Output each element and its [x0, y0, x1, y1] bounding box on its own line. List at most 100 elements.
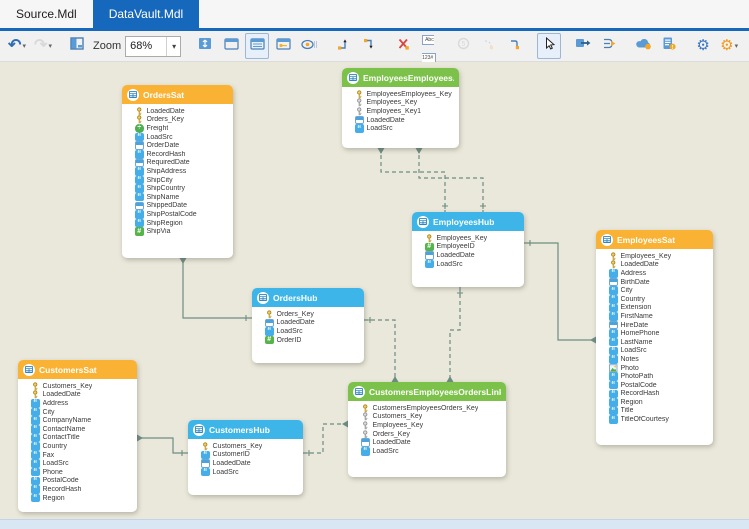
field-row[interactable]: CustomersEmployeesOrders_Key	[361, 404, 504, 413]
entity-header[interactable]: OrdersHub	[252, 288, 364, 307]
field-row[interactable]: Customers_Key	[361, 412, 504, 422]
route-elbow-button[interactable]	[503, 33, 527, 59]
field-row[interactable]: “Notes	[609, 355, 711, 364]
field-row[interactable]: LoadedDate	[355, 115, 457, 125]
undo-button[interactable]: ↶▾	[5, 33, 29, 59]
fit-height-button[interactable]	[193, 33, 217, 59]
entity-header[interactable]: EmployeesEmployees...	[342, 68, 459, 87]
tab-source-mdl[interactable]: Source.Mdl	[16, 7, 77, 21]
field-row[interactable]: “ShipName	[135, 193, 231, 202]
field-row[interactable]: “ContactName	[31, 425, 135, 434]
field-row[interactable]: Employees_Key	[609, 252, 711, 261]
view-list-button[interactable]	[245, 33, 270, 59]
field-row[interactable]: “PostalCode	[609, 381, 711, 390]
field-row[interactable]: “RecordHash	[135, 150, 231, 159]
field-row[interactable]: “Country	[609, 295, 711, 304]
pointer-button[interactable]	[537, 33, 562, 59]
field-row[interactable]: “PostalCode	[31, 477, 135, 486]
field-row[interactable]: “City	[31, 408, 135, 417]
field-row[interactable]: “CustomerID	[201, 451, 301, 460]
eye-button[interactable]	[297, 33, 321, 59]
field-row[interactable]: HireDate	[609, 320, 711, 330]
dropdown-caret-icon[interactable]: ▾	[22, 43, 26, 50]
field-row[interactable]: “Phone	[31, 468, 135, 477]
field-row[interactable]: OrderDate	[135, 141, 231, 150]
cloud-sync-button[interactable]	[631, 33, 655, 59]
field-row[interactable]: “LoadSrc	[361, 447, 504, 456]
field-row[interactable]: “HomePhone	[609, 329, 711, 338]
field-row[interactable]: “RecordHash	[31, 485, 135, 494]
connection-employees-sat-to-employees-hub[interactable]	[524, 240, 596, 344]
field-row[interactable]: “LoadSrc	[201, 468, 301, 477]
connection-employees-employees-link-to-employees-hub[interactable]	[415, 148, 487, 212]
entity-header[interactable]: CustomersEmployeesOrdersLink	[348, 382, 506, 401]
view-collapsed-button[interactable]	[219, 33, 243, 59]
field-row[interactable]: “LoadSrc	[31, 459, 135, 468]
field-row[interactable]: “TitleOfCourtesy	[609, 415, 711, 424]
field-row[interactable]: LoadedDate	[361, 438, 504, 447]
field-row[interactable]: “City	[609, 286, 711, 295]
field-row[interactable]: “PhotoPath	[609, 372, 711, 381]
tab-datavault-mdl[interactable]: DataVault.Mdl	[92, 0, 200, 28]
gear-refresh-button[interactable]: ⚙	[691, 33, 715, 59]
field-row[interactable]: “Region	[609, 398, 711, 407]
entity-header[interactable]: EmployeesHub	[412, 212, 524, 231]
field-row[interactable]: “LoadSrc	[609, 347, 711, 356]
entity-header[interactable]: CustomersHub	[188, 420, 303, 439]
field-row[interactable]: Employees_Key	[355, 98, 457, 108]
circle-5-button[interactable]: 5	[451, 33, 475, 59]
field-row[interactable]: Orders_Key	[135, 115, 231, 125]
field-row[interactable]: “FirstName	[609, 312, 711, 321]
field-row[interactable]: Employees_Key	[425, 234, 522, 243]
field-row[interactable]: “ShipCountry	[135, 184, 231, 193]
field-row[interactable]: “RecordHash	[609, 390, 711, 399]
entity-header[interactable]: EmployeesSat	[596, 230, 713, 249]
field-row[interactable]: Customers_Key	[31, 382, 135, 391]
export-button[interactable]	[571, 33, 595, 59]
redo-button[interactable]: ↷▾	[31, 33, 55, 59]
field-row[interactable]: LoadedDate	[425, 251, 522, 260]
field-row[interactable]: #OrderID	[265, 335, 362, 345]
field-row[interactable]: “Address	[609, 269, 711, 278]
route-arrow-down-button[interactable]	[357, 33, 381, 59]
field-row[interactable]: “CompanyName	[31, 416, 135, 425]
connection-employees-employees-link-to-employees-hub[interactable]	[377, 148, 449, 212]
field-row[interactable]: “LoadSrc	[425, 260, 522, 269]
merge-button[interactable]	[597, 33, 621, 59]
gear-settings-button[interactable]: ⚙▾	[717, 33, 741, 59]
field-row[interactable]: Orders_Key	[361, 429, 504, 439]
connection-orders-sat-to-orders-hub[interactable]	[179, 258, 253, 321]
field-row[interactable]: Employees_Key1	[355, 107, 457, 116]
field-row[interactable]: EmployeesEmployees_Key	[355, 90, 457, 99]
field-row[interactable]: Customers_Key	[201, 442, 301, 451]
field-row[interactable]: Employees_Key	[361, 421, 504, 430]
dropdown-caret-icon[interactable]: ▾	[48, 43, 52, 50]
field-row[interactable]: “Region	[31, 494, 135, 503]
field-row[interactable]: “ShipAddress	[135, 167, 231, 176]
route-arrow-up-button[interactable]	[331, 33, 355, 59]
field-row[interactable]: “LastName	[609, 338, 711, 347]
field-row[interactable]: ÷Freight	[135, 124, 231, 133]
field-row[interactable]: “ShipRegion	[135, 219, 231, 228]
connection-customers-employees-orders-link-to-customers-hub[interactable]	[303, 420, 348, 457]
field-row[interactable]: BirthDate	[609, 277, 711, 287]
field-row[interactable]: “LoadSrc	[355, 124, 457, 133]
field-row[interactable]: ShippedDate	[135, 201, 231, 211]
doc-info-button[interactable]: !	[657, 33, 681, 59]
field-row[interactable]: LoadedDate	[31, 390, 135, 400]
field-row[interactable]: “ContactTitle	[31, 434, 135, 443]
connection-customers-sat-to-customers-hub[interactable]	[137, 434, 188, 457]
entity-header[interactable]: OrdersSat	[122, 85, 233, 104]
field-row[interactable]: “ShipPostalCode	[135, 210, 231, 219]
field-row[interactable]: RequiredDate	[135, 158, 231, 168]
field-row[interactable]: “Fax	[31, 451, 135, 460]
field-row[interactable]: “ShipCity	[135, 176, 231, 185]
